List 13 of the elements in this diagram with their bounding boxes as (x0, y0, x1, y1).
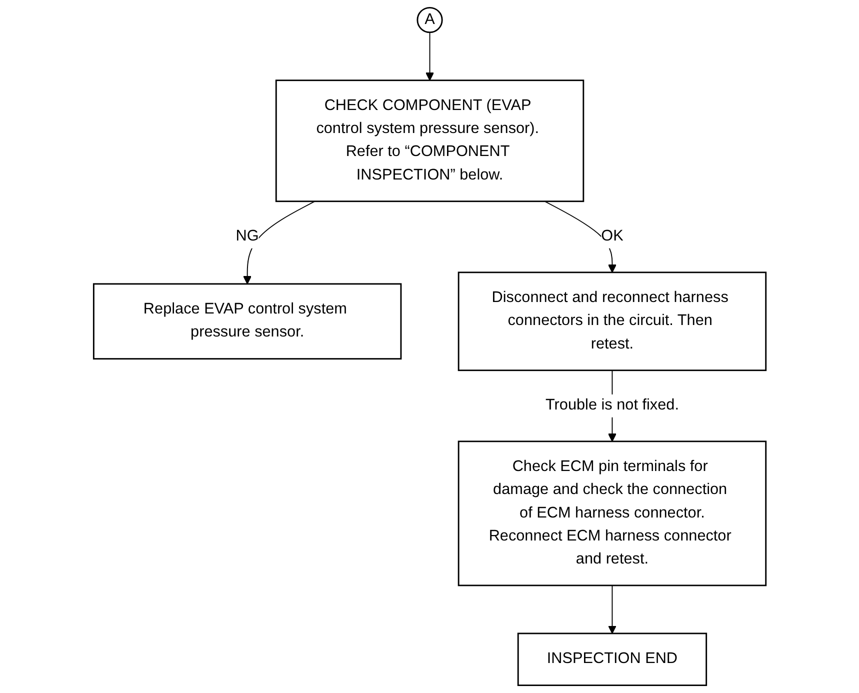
arrow (425, 32, 434, 81)
node-circle: A (416, 6, 443, 34)
arrow (608, 584, 616, 634)
node-box: Disconnect and reconnect harness connectors in the circuit. Then retest. (458, 272, 766, 372)
edge-label: Trouble is not fixed. (545, 397, 679, 414)
node-box: CHECK COMPONENT (EVAP control system pressure sensor). Refer to “COMPONENT INSPECTION” below. (275, 80, 584, 202)
edge-label: OK (600, 228, 624, 245)
arrow (544, 200, 616, 273)
node-box: Check ECM pin terminals for damage and check the connection of ECM harness connector. Reconnect ECM harness connector and retest. (458, 440, 766, 586)
node-box: Replace EVAP control system pressure sensor. (92, 283, 402, 360)
node-box: INSPECTION END (517, 632, 707, 686)
arrow (242, 200, 316, 284)
edge-label: NG (236, 228, 259, 245)
